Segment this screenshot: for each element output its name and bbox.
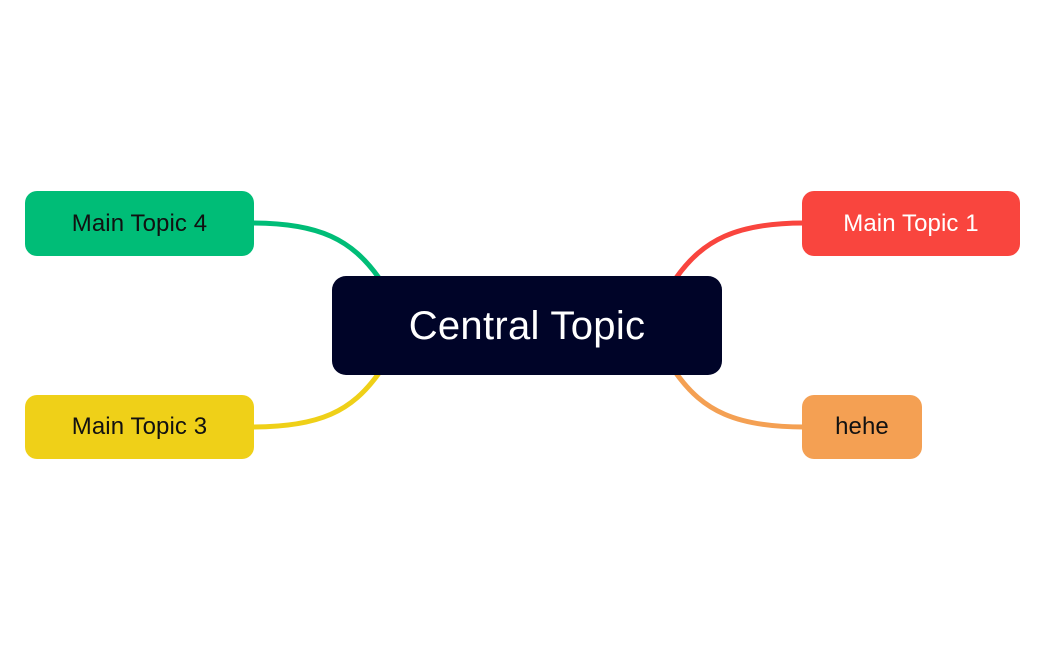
mindmap-node-hehe[interactable]: hehe — [802, 395, 922, 459]
connector-topic-1 — [673, 220, 807, 281]
node-label: Main Topic 3 — [71, 413, 208, 440]
node-label: Main Topic 4 — [71, 209, 208, 237]
mindmap-node-central-topic[interactable]: Central Topic — [332, 276, 722, 375]
node-label: Main Topic 1 — [843, 209, 979, 237]
connector-topic-3 — [249, 370, 382, 430]
connector-topic-4 — [249, 220, 382, 281]
node-label: hehe — [835, 413, 889, 440]
mindmap-node-main-topic-4[interactable]: Main Topic 4 — [25, 191, 254, 256]
central-node-label: Central Topic — [408, 303, 646, 348]
connector-topic-hehe — [673, 370, 807, 430]
mindmap-node-main-topic-1[interactable]: Main Topic 1 — [802, 191, 1020, 256]
mindmap-node-main-topic-3[interactable]: Main Topic 3 — [25, 395, 254, 459]
